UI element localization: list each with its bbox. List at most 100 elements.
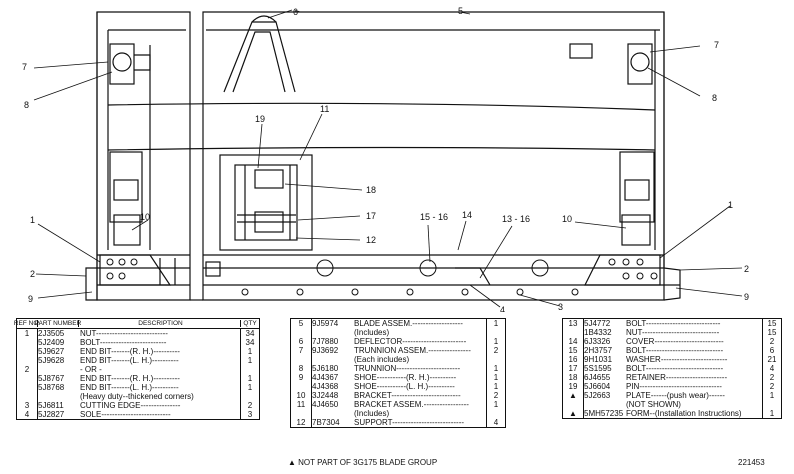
ref-cell: 2: [17, 365, 38, 374]
qty-cell: 3: [247, 410, 253, 419]
footnote: ▲ NOT PART OF 3G175 BLADE GROUP: [288, 458, 438, 467]
description-cell: END BIT-------(L. H.)----------: [78, 383, 241, 392]
ref-cell: 6: [291, 337, 312, 346]
qty-cell: 1: [493, 319, 499, 328]
description-cell: (Includes): [352, 409, 487, 418]
description-cell: BOLT----------------------------: [624, 319, 763, 328]
ref-cell: 14: [563, 337, 584, 346]
ref-cell: [291, 328, 312, 337]
drawing-code: 221453: [738, 458, 765, 467]
qty-cell: 2: [769, 373, 775, 382]
description-cell: (Includes): [352, 328, 487, 337]
qty-cell: 2: [493, 391, 499, 400]
part-number-cell: 5J2663: [584, 391, 611, 400]
part-number-cell: 9H1031: [584, 355, 613, 364]
qty-cell: 1: [769, 391, 775, 400]
ref-cell: [563, 328, 584, 337]
qty-cell: 1: [493, 337, 499, 346]
description-cell: RETAINER-----------------------: [624, 373, 763, 382]
callout-17: 17: [366, 211, 376, 221]
description-cell: FORM--(Installation Instructions): [624, 409, 763, 418]
callout-7-right: 7: [714, 40, 719, 50]
callout-5: 5: [458, 6, 463, 16]
qty-cell: 1: [493, 373, 499, 382]
qty-cell: 1: [493, 382, 499, 391]
qty-cell: [241, 365, 259, 374]
header-ref: REF NO.: [13, 320, 41, 327]
blade-assembly-drawing: 6 5 7 8 7 8 19 11 18 17 12 1 10 10 15 - …: [22, 6, 749, 312]
qty-cell: [487, 409, 505, 418]
callout-6: 6: [293, 7, 298, 17]
qty-cell: 1: [247, 347, 253, 356]
qty-cell: 34: [245, 338, 255, 347]
ref-cell: 12: [291, 418, 312, 427]
description-cell: COVER--------------------------: [624, 337, 763, 346]
ref-cell: 4: [17, 410, 38, 419]
description-cell: SOLE--------------------------: [78, 410, 241, 419]
ref-cell: 11: [291, 400, 312, 409]
qty-cell: 2: [247, 401, 253, 410]
ref-cell: [291, 382, 312, 391]
ref-cell: 10: [291, 391, 312, 400]
part-number-cell: [312, 355, 352, 364]
ref-cell: 13: [563, 319, 584, 328]
description-cell: BLADE ASSEM.-------------------: [352, 319, 487, 328]
part-number-cell: 2H3757: [584, 346, 613, 355]
description-cell: END BIT-------(R. H.)----------: [78, 374, 241, 383]
callout-8-right: 8: [712, 93, 717, 103]
table-row: (Each includes): [291, 355, 505, 364]
ref-cell: 18: [563, 373, 584, 382]
description-cell: DEFLECTOR------------------------: [352, 337, 487, 346]
callout-2-right: 2: [744, 264, 749, 274]
qty-cell: 15: [767, 319, 777, 328]
part-number-cell: 6J3326: [584, 337, 611, 346]
part-number-cell: 5J2409: [38, 338, 65, 347]
description-cell: (Heavy duty--thickened corners): [78, 392, 241, 401]
ref-cell: [17, 392, 38, 401]
ref-cell: 3: [17, 401, 38, 410]
description-cell: BRACKET ASSEM.-----------------: [352, 400, 487, 409]
part-number-cell: 1B4332: [584, 328, 612, 337]
qty-cell: 6: [769, 346, 775, 355]
part-number-cell: 4J4368: [312, 382, 339, 391]
qty-cell: 4: [769, 364, 775, 373]
callout-15-16: 15 - 16: [420, 212, 448, 222]
callout-13-16: 13 - 16: [502, 214, 530, 224]
table-row: 2- OR -: [17, 365, 259, 374]
callout-11: 11: [320, 104, 329, 114]
part-number-cell: 6J4655: [584, 373, 611, 382]
callout-2-left: 2: [30, 269, 35, 279]
qty-cell: [487, 355, 505, 364]
part-number-cell: 5J2827: [38, 410, 65, 419]
qty-cell: 1: [769, 409, 775, 418]
ref-cell: [17, 338, 38, 347]
part-number-cell: [38, 365, 78, 374]
part-number-cell: 4J4367: [312, 373, 339, 382]
callout-9-right: 9: [744, 292, 749, 302]
ref-cell: ▲: [563, 391, 584, 400]
description-cell: WASHER-------------------------: [624, 355, 763, 364]
qty-cell: 2: [769, 382, 775, 391]
part-number-cell: 5J6180: [312, 364, 339, 373]
description-cell: BOLT-----------------------------: [624, 364, 763, 373]
header-desc: DESCRIPTION: [79, 320, 241, 327]
callout-10-left: 10: [140, 212, 150, 222]
part-number-cell: 2J3505: [38, 329, 65, 338]
qty-cell: [763, 400, 781, 409]
